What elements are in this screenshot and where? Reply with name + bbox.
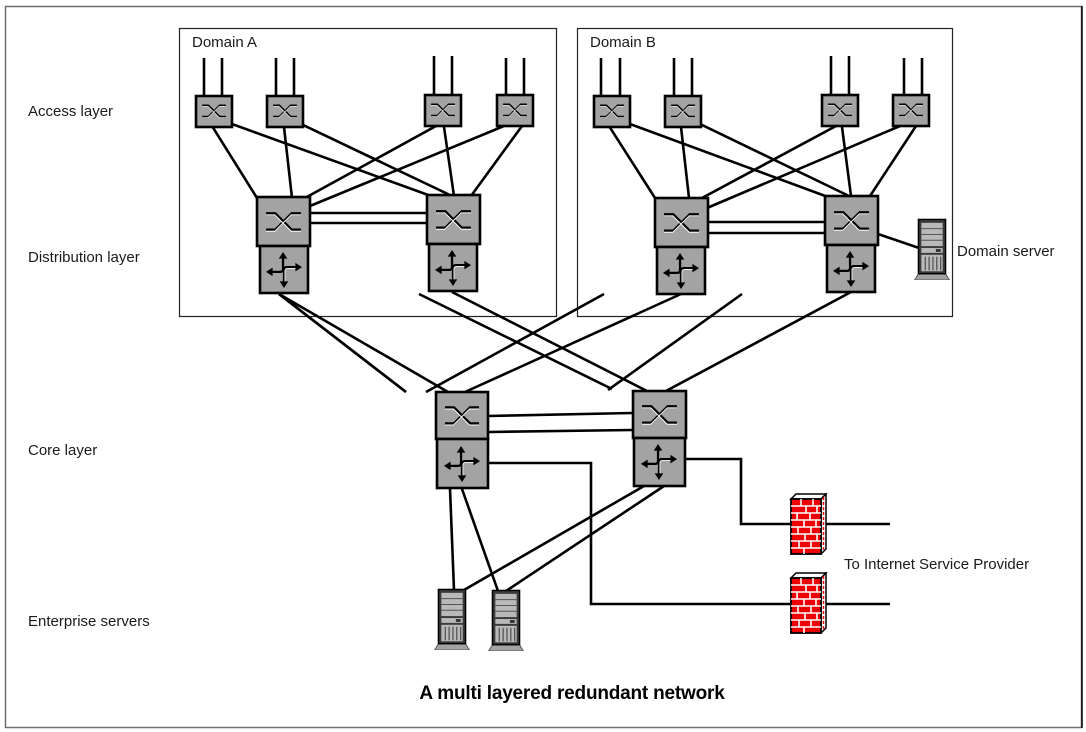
distribution-device [653,196,710,296]
domain-a-box [178,27,558,318]
core-links [448,411,890,606]
domain-b-label: Domain B [590,34,656,51]
access-switch [820,93,860,128]
access-switch [592,94,632,129]
dist-core-links [278,290,852,394]
server-icon [487,589,525,651]
enterprise-server [487,589,525,651]
firewall-icon [790,493,827,555]
access-uplinks [202,56,924,96]
access-switch [663,94,703,129]
access-switch [265,94,305,129]
access-switch [423,93,463,128]
isp-label: To Internet Service Provider [844,556,1029,573]
enterprise-server [433,588,471,650]
layer-label-distribution: Distribution layer [28,249,140,266]
firewall [790,493,827,555]
diagram-title: A multi layered redundant network [419,683,725,704]
firewall [790,572,827,634]
core-device [434,390,490,490]
firewall-icon [790,572,827,634]
distribution-device [255,195,312,295]
layer-label-core: Core layer [28,442,97,459]
access-switch [495,93,535,128]
domain-server-label: Domain server [957,243,1055,260]
layer-label-enterprise: Enterprise servers [28,613,150,630]
server-icon [913,218,951,280]
connections [202,56,924,394]
core-device [631,389,688,488]
domain-b-box [576,27,954,318]
access-switch [194,94,234,129]
server-icon [433,588,471,650]
layer-label-access: Access layer [28,103,113,120]
access-switch [891,93,931,128]
right-mask [1083,0,1086,732]
distribution-device [425,193,482,293]
domain-server [913,218,951,280]
distribution-device [823,194,880,294]
domain-a-label: Domain A [192,34,257,51]
